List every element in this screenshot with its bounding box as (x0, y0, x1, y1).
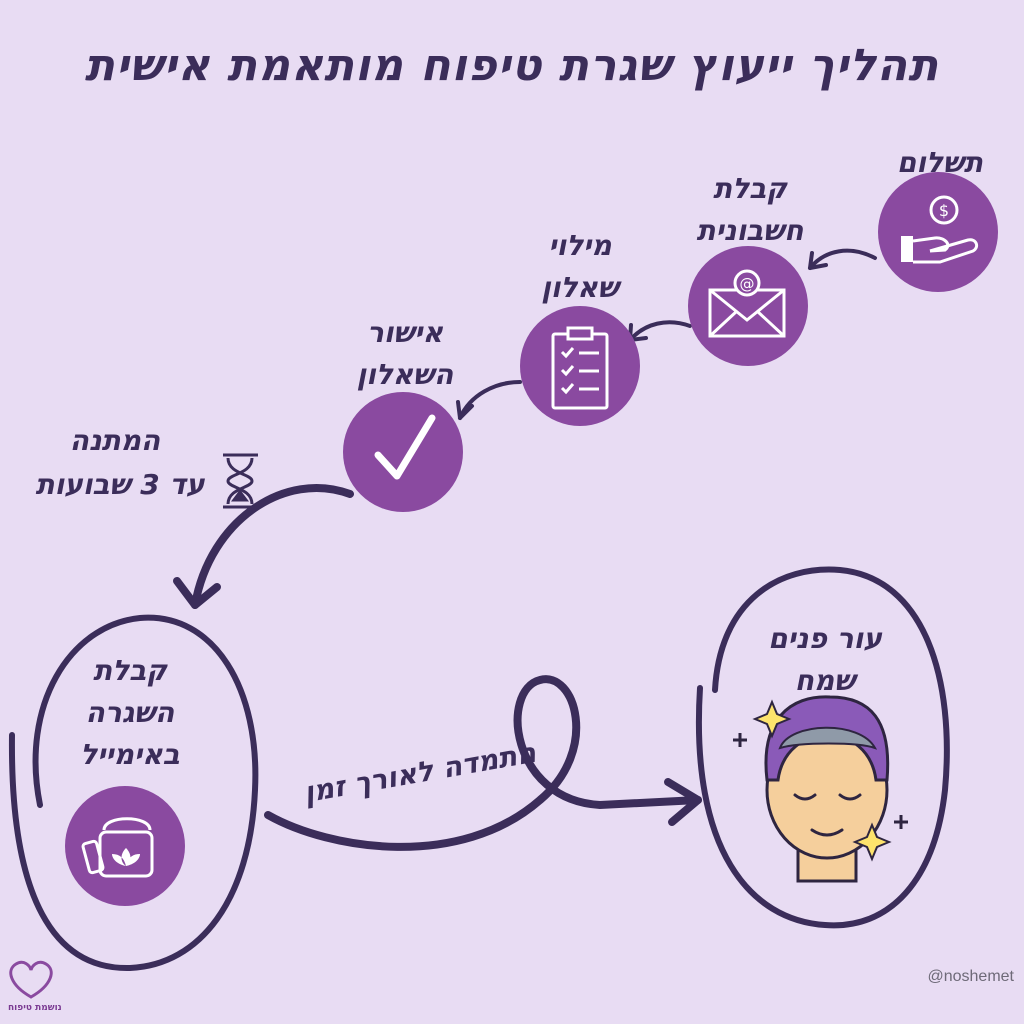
arrow-routine-to-result (264, 675, 702, 851)
routine-loop (8, 614, 259, 972)
label-routine: קבלת השגרה באימייל (80, 654, 180, 771)
cream-jar-icon (81, 817, 154, 878)
arrow-payment-to-invoice (808, 248, 877, 270)
label-result: עור פנים שמח (768, 622, 882, 697)
approval-circle (343, 392, 463, 512)
invoice-circle (688, 246, 808, 366)
label-wait-title: המתנה (69, 424, 161, 457)
heart-logo-icon (9, 960, 53, 999)
envelope-icon: @ (708, 269, 786, 338)
label-approval: אישור השאלון (356, 316, 454, 391)
social-handle: @noshemet (927, 968, 1014, 985)
check-icon (374, 414, 436, 480)
label-wait-detail: עד 3 שבועות (35, 468, 205, 501)
happy-face-icon (733, 695, 908, 883)
svg-text:$: $ (939, 201, 949, 220)
arrow-questionnaire-to-approval (458, 380, 522, 420)
result-loop (695, 566, 950, 929)
routine-circle (65, 786, 185, 906)
hand-coin-icon: $ (901, 195, 979, 264)
logo-text: נושמת טיפוח (8, 1003, 62, 1013)
page-title: תהליך ייעוץ שגרת טיפוח מותאמת אישית (84, 40, 940, 91)
arrow-approval-to-routine (191, 484, 354, 609)
label-payment: תשלום (896, 146, 984, 179)
arrow-invoice-to-questionnaire (628, 320, 692, 342)
hourglass-icon (223, 453, 258, 509)
clipboard-icon (551, 326, 609, 410)
questionnaire-circle (520, 306, 640, 426)
svg-text:@: @ (740, 275, 755, 293)
label-invoice: קבלת חשבונית (696, 172, 804, 247)
payment-circle (878, 172, 998, 292)
label-questionnaire: מילוי שאלון (541, 229, 619, 304)
